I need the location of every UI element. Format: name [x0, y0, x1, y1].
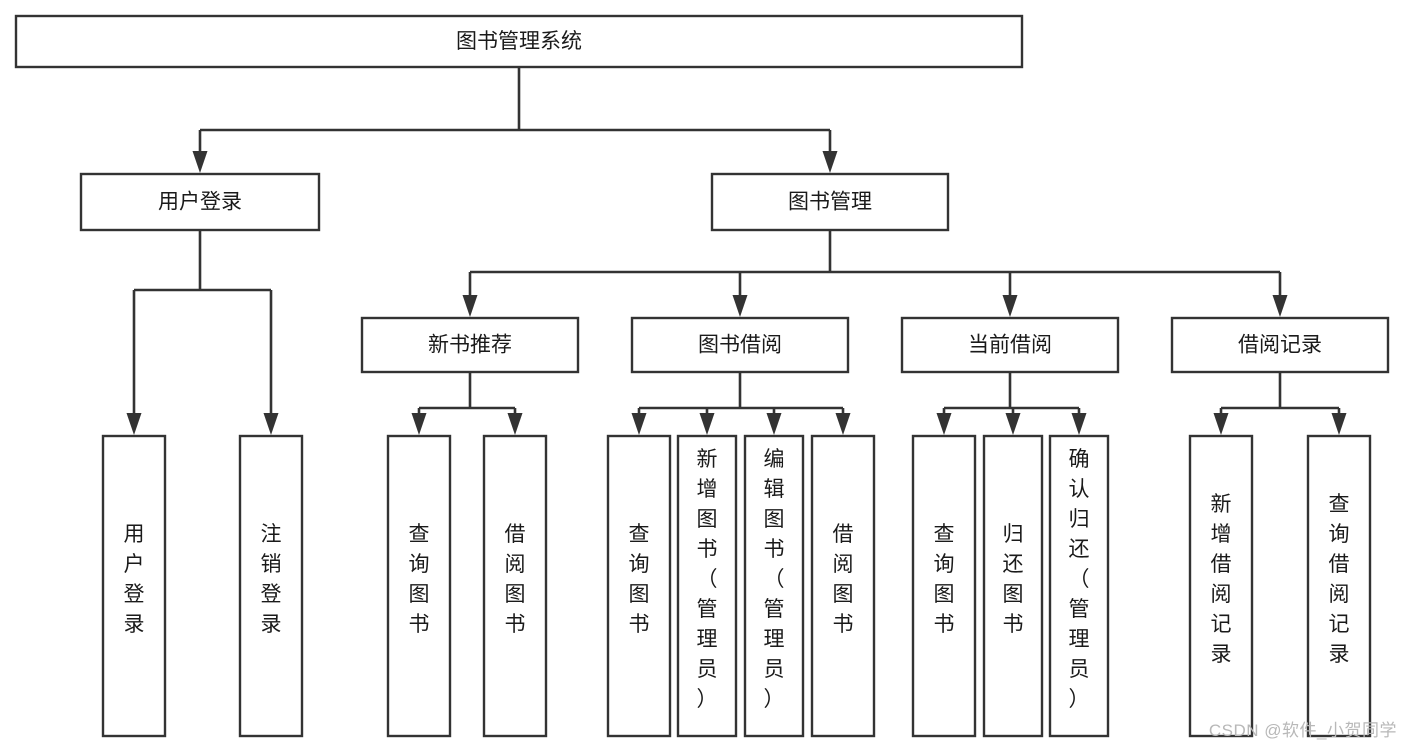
node-label: 借阅图书 [833, 523, 854, 636]
node-leaf_return_book[interactable]: 归还图书 [982, 434, 1044, 738]
node-box [386, 434, 452, 738]
node-l2_user_login[interactable]: 用户登录 [79, 172, 321, 232]
arrow-head-icon [126, 413, 142, 435]
connector-layer [126, 67, 1347, 435]
node-l3_borrow_record[interactable]: 借阅记录 [1170, 316, 1390, 374]
node-label: 查询图书 [934, 523, 955, 636]
node-box [810, 434, 876, 738]
node-box [238, 434, 304, 738]
node-leaf_query_book_b[interactable]: 查询图书 [606, 434, 672, 738]
arrow-head-icon [732, 295, 748, 317]
node-box [982, 434, 1044, 738]
edge-group-l3_borrow_record [1213, 372, 1347, 435]
node-label: 当前借阅 [968, 334, 1052, 357]
arrow-head-icon [1002, 295, 1018, 317]
arrow-head-icon [462, 295, 478, 317]
node-label: 编辑图书（管理员） [764, 448, 785, 711]
arrow-head-icon [507, 413, 523, 435]
arrow-head-icon [631, 413, 647, 435]
node-box [900, 316, 1120, 374]
node-label: 借阅记录 [1238, 334, 1322, 357]
arrow-head-icon [192, 151, 208, 173]
node-label: 确认归还（管理员） [1069, 448, 1090, 711]
node-label: 查询借阅记录 [1329, 493, 1350, 666]
edge-group-l3_book_borrow [631, 372, 851, 435]
node-label: 图书借阅 [698, 334, 782, 357]
arrow-head-icon [1005, 413, 1021, 435]
arrow-head-icon [1071, 413, 1087, 435]
node-box [676, 434, 738, 738]
node-label: 归还图书 [1003, 523, 1024, 636]
node-leaf_user_login[interactable]: 用户登录 [101, 434, 167, 738]
node-leaf_confirm_return[interactable]: 确认归还（管理员） [1048, 434, 1110, 738]
node-box [101, 434, 167, 738]
edge-group-root [192, 67, 838, 173]
node-box [911, 434, 977, 738]
node-leaf_query_book_c[interactable]: 查询图书 [911, 434, 977, 738]
node-label: 新增借阅记录 [1211, 493, 1232, 666]
csdn-watermark: CSDN @软件_小贺同学 [1208, 721, 1397, 740]
node-box [14, 14, 1024, 69]
node-l3_new_book_rec[interactable]: 新书推荐 [360, 316, 580, 374]
arrow-head-icon [699, 413, 715, 435]
arrow-head-icon [1213, 413, 1229, 435]
node-box [1188, 434, 1254, 738]
node-layer: 图书管理系统用户登录图书管理新书推荐图书借阅当前借阅借阅记录用户登录注销登录查询… [14, 14, 1390, 738]
arrow-head-icon [835, 413, 851, 435]
node-box [360, 316, 580, 374]
arrow-head-icon [1331, 413, 1347, 435]
node-box [743, 434, 805, 738]
node-l2_book_manage[interactable]: 图书管理 [710, 172, 950, 232]
node-leaf_query_book_a[interactable]: 查询图书 [386, 434, 452, 738]
node-box [606, 434, 672, 738]
edge-group-l3_new_book_rec [411, 372, 523, 435]
node-leaf_logout[interactable]: 注销登录 [238, 434, 304, 738]
node-box [1170, 316, 1390, 374]
edge-group-l2_book_manage [462, 230, 1288, 317]
node-label: 用户登录 [158, 191, 242, 214]
node-box [710, 172, 950, 232]
node-box [1306, 434, 1372, 738]
node-leaf_add_book[interactable]: 新增图书（管理员） [676, 434, 738, 738]
node-root[interactable]: 图书管理系统 [14, 14, 1024, 69]
node-label: 新增图书（管理员） [697, 448, 718, 711]
node-leaf_add_record[interactable]: 新增借阅记录 [1188, 434, 1254, 738]
node-label: 新书推荐 [428, 334, 512, 357]
arrow-head-icon [822, 151, 838, 173]
arrow-head-icon [936, 413, 952, 435]
node-box [1048, 434, 1110, 738]
arrow-head-icon [263, 413, 279, 435]
node-label: 查询图书 [409, 523, 430, 636]
arrow-head-icon [1272, 295, 1288, 317]
node-l3_book_borrow[interactable]: 图书借阅 [630, 316, 850, 374]
node-label: 图书管理 [788, 191, 872, 214]
arrow-head-icon [766, 413, 782, 435]
edge-group-l3_current_borrow [936, 372, 1087, 435]
node-label: 注销登录 [261, 523, 282, 636]
node-label: 借阅图书 [505, 523, 526, 636]
node-label: 图书管理系统 [456, 30, 582, 53]
edge-group-l2_user_login [126, 230, 279, 435]
node-box [630, 316, 850, 374]
node-label: 查询图书 [629, 523, 650, 636]
node-leaf_borrow_book_b[interactable]: 借阅图书 [810, 434, 876, 738]
node-box [482, 434, 548, 738]
node-label: 用户登录 [124, 523, 145, 636]
node-box [79, 172, 321, 232]
node-l3_current_borrow[interactable]: 当前借阅 [900, 316, 1120, 374]
arrow-head-icon [411, 413, 427, 435]
node-leaf_borrow_book_a[interactable]: 借阅图书 [482, 434, 548, 738]
node-leaf_edit_book[interactable]: 编辑图书（管理员） [743, 434, 805, 738]
node-leaf_query_record[interactable]: 查询借阅记录 [1306, 434, 1372, 738]
